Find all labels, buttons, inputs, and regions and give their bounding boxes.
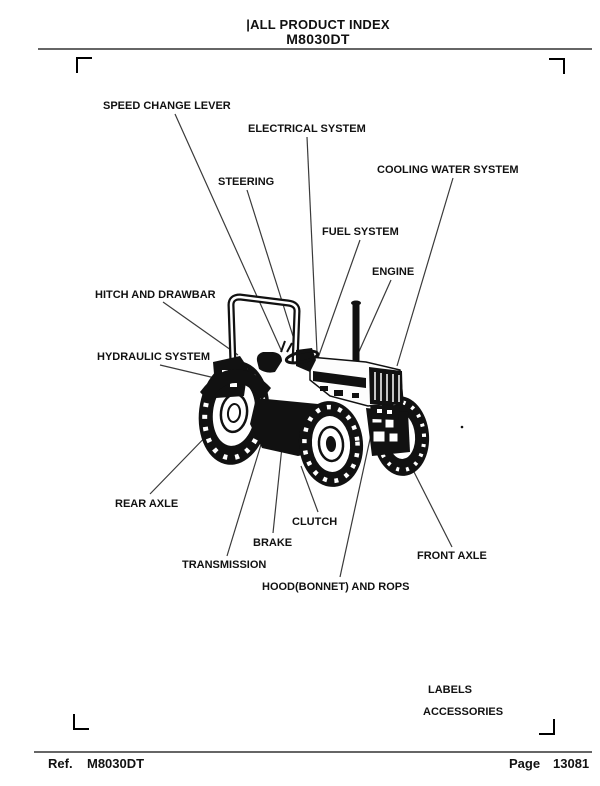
leader-line-speed-change-lever bbox=[174, 113, 283, 353]
leader-line-clutch bbox=[300, 465, 319, 513]
muffler bbox=[352, 303, 360, 367]
seat bbox=[256, 352, 282, 373]
label-clutch: CLUTCH bbox=[292, 516, 338, 528]
label-speed-change-lever: SPEED CHANGE LEVER bbox=[103, 100, 231, 112]
crop-mark-bottom-right bbox=[539, 719, 555, 735]
label-transmission: TRANSMISSION bbox=[182, 559, 267, 571]
leader-line-fuel-system bbox=[317, 239, 361, 359]
leader-lines bbox=[149, 113, 454, 578]
label-cooling-water-system: COOLING WATER SYSTEM bbox=[377, 164, 519, 176]
page-title: |ALL PRODUCT INDEX bbox=[246, 17, 390, 32]
footer-rule bbox=[34, 751, 592, 753]
label-engine: ENGINE bbox=[372, 266, 415, 278]
label-brake: BRAKE bbox=[253, 537, 293, 549]
leader-line-steering bbox=[246, 189, 299, 353]
label-electrical-system: ELECTRICAL SYSTEM bbox=[248, 123, 366, 135]
steering-wheel bbox=[284, 349, 320, 365]
header-rule bbox=[38, 48, 592, 50]
footer-page-label: Page bbox=[509, 756, 541, 771]
tractor-illustration bbox=[198, 293, 464, 487]
leader-line-hydraulic-system bbox=[159, 364, 216, 379]
label-hitch-and-drawbar: HITCH AND DRAWBAR bbox=[95, 289, 216, 301]
leader-line-front-axle bbox=[412, 469, 453, 548]
label-steering: STEERING bbox=[218, 176, 275, 188]
footer-ref-label: Ref. bbox=[48, 756, 73, 771]
leader-line-cooling-water-system bbox=[396, 177, 454, 367]
label-hydraulic-system: HYDRAULIC SYSTEM bbox=[97, 351, 211, 363]
crop-mark-bottom-left bbox=[73, 714, 89, 730]
label-front-axle: FRONT AXLE bbox=[417, 550, 487, 562]
label-hood-bonnet-and-rops: HOOD(BONNET) AND ROPS bbox=[262, 581, 410, 593]
label-fuel-system: FUEL SYSTEM bbox=[322, 226, 399, 238]
rear-fender bbox=[200, 368, 271, 402]
leader-line-electrical-system bbox=[306, 136, 318, 353]
front-wheel-near bbox=[298, 401, 364, 487]
grille bbox=[369, 367, 403, 405]
model-number: M8030DT bbox=[286, 31, 350, 47]
label-labels: LABELS bbox=[428, 684, 472, 696]
leader-line-hood-bonnet-and-rops bbox=[339, 429, 373, 578]
crop-mark-top-left bbox=[76, 57, 92, 73]
label-rear-axle: REAR AXLE bbox=[115, 498, 179, 510]
footer-ref-value: M8030DT bbox=[87, 756, 145, 771]
label-accessories: ACCESSORIES bbox=[423, 706, 504, 718]
footer-page-value: 13081 bbox=[553, 756, 590, 771]
speck bbox=[460, 425, 464, 429]
leader-line-transmission bbox=[226, 437, 264, 557]
crop-mark-top-right bbox=[549, 58, 565, 74]
leader-line-hitch-and-drawbar bbox=[162, 301, 239, 356]
leader-line-brake bbox=[272, 436, 284, 534]
